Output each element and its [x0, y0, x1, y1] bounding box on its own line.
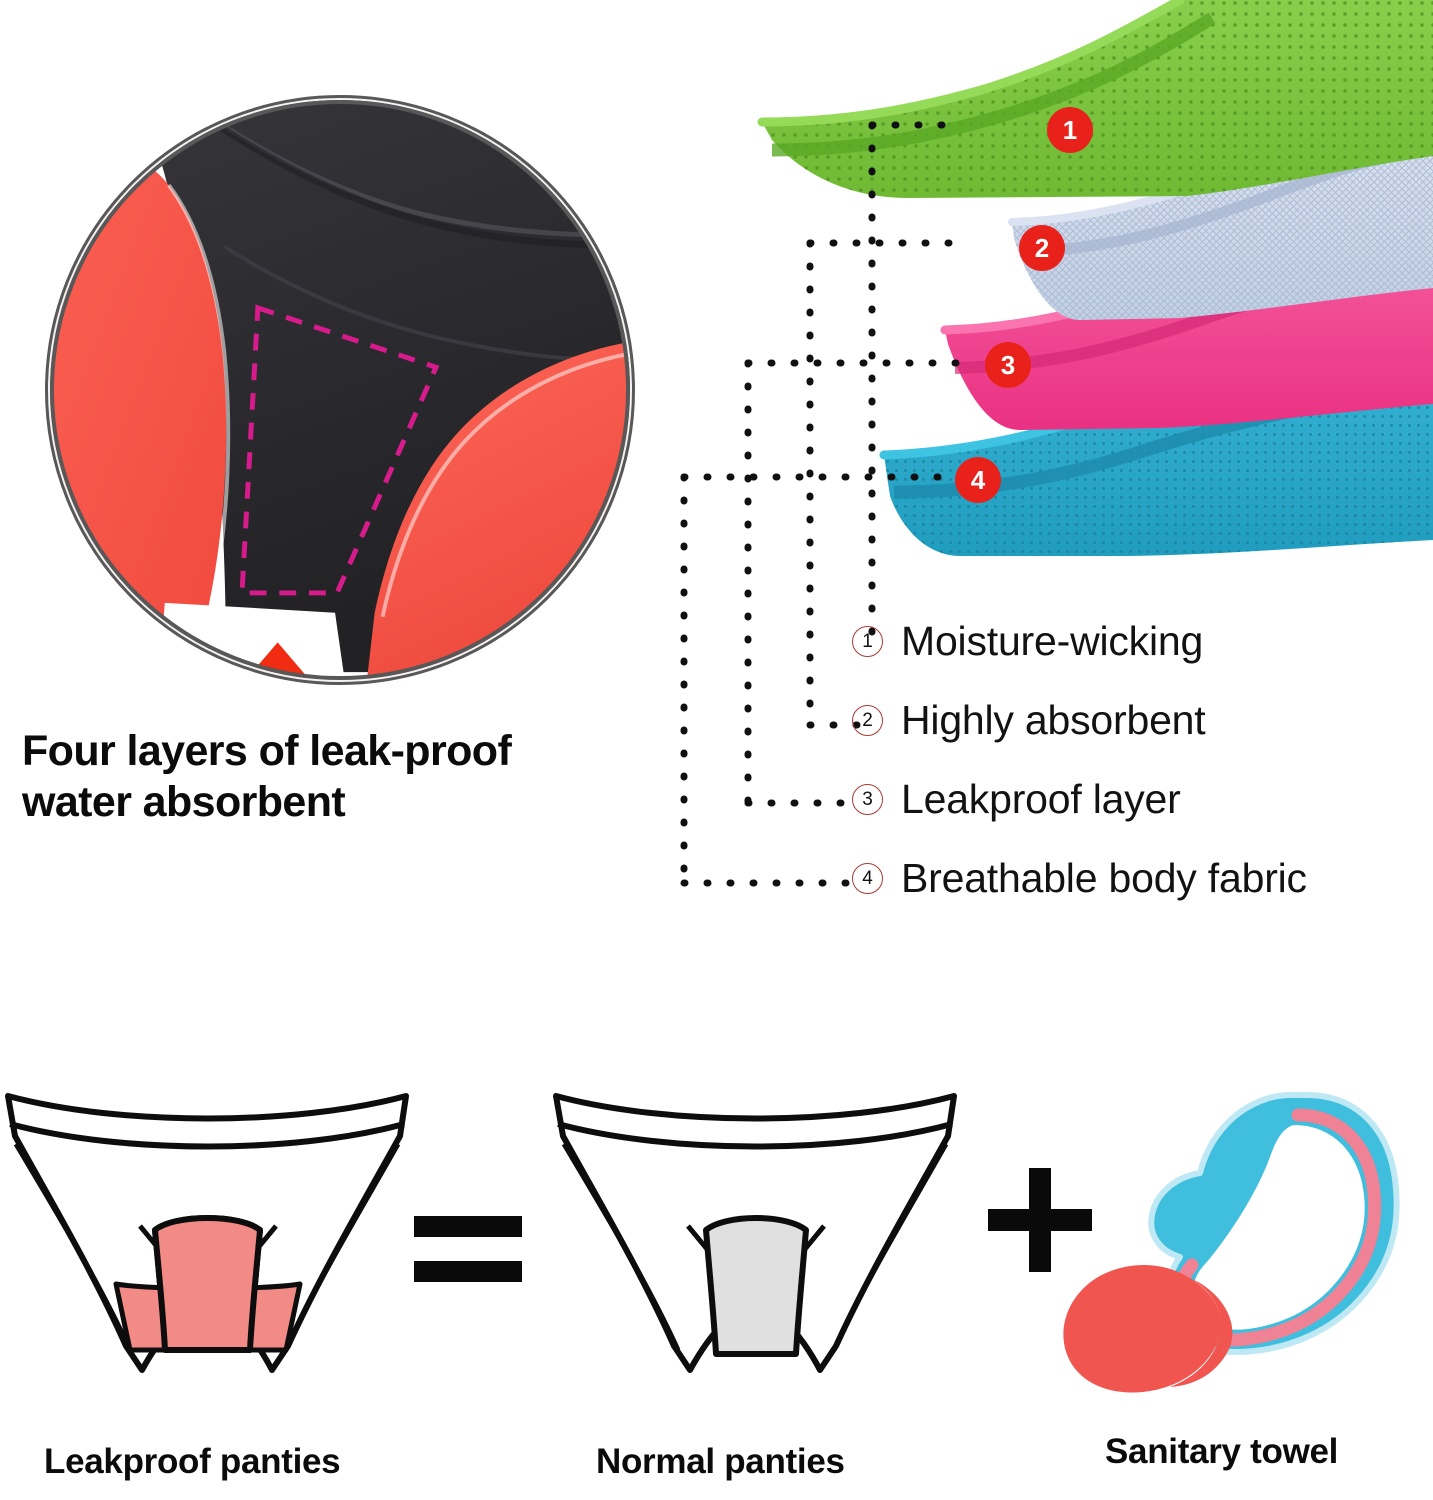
legend-item-2[interactable]: 2 Highly absorbent: [852, 681, 1432, 760]
legend-marker-4: 4: [852, 863, 883, 894]
layer-badge-4: 4: [955, 457, 1001, 503]
page-title-line-2: water absorbent: [22, 777, 346, 826]
normal-gusset-area: [703, 1215, 809, 1357]
gusset-white-strip: [158, 602, 345, 681]
layer-1-shape: [757, 0, 1433, 198]
layer-badge-1: 1: [1047, 107, 1093, 153]
legend-marker-3: 3: [852, 784, 883, 815]
legend-marker-2: 2: [852, 705, 883, 736]
caption-normal-panties: Normal panties: [596, 1442, 845, 1481]
layer-badge-2: 2: [1019, 225, 1065, 271]
layer-badge-2-number: 2: [1035, 233, 1049, 263]
plus-sign: [988, 1168, 1092, 1272]
legend-label-2: Highly absorbent: [901, 697, 1206, 743]
legend-item-1[interactable]: 1 Moisture-wicking: [852, 602, 1432, 681]
legend-marker-1: 1: [852, 626, 883, 657]
layer-badge-4-number: 4: [971, 465, 986, 495]
gusset-dashed-outline: [239, 304, 440, 596]
page-title-line-1: Four layers of leak-proof: [22, 727, 512, 775]
legend-label-4: Breathable body fabric: [901, 855, 1307, 901]
legend-label-1: Moisture-wicking: [901, 618, 1204, 664]
normal-panties-illustration: [553, 1093, 957, 1373]
equals-bar-bottom: [414, 1261, 522, 1282]
closeup-illustration: [49, 99, 631, 681]
pad-white-core: [1192, 1125, 1365, 1330]
legend-item-3[interactable]: 3 Leakproof layer: [852, 760, 1432, 839]
layer-legend-list: 1 Moisture-wicking 2 Highly absorbent 3 …: [852, 602, 1432, 918]
equals-bar-top: [414, 1216, 522, 1237]
layer-badge-1-number: 1: [1063, 115, 1077, 145]
pad-coral-wing: [1063, 1265, 1222, 1393]
legend-item-4[interactable]: 4 Breathable body fabric: [852, 839, 1432, 918]
equals-sign: [414, 1216, 522, 1286]
leakproof-panties-illustration: [5, 1093, 409, 1373]
fabric-layers-diagram: 1 2 3 4: [757, 0, 1433, 556]
layer-badge-3-number: 3: [1001, 350, 1015, 380]
caption-leakproof-panties: Leakproof panties: [44, 1442, 341, 1481]
page-title: Four layers of leak-proof water absorben…: [22, 726, 702, 827]
garment-top-seam: [212, 117, 631, 238]
product-closeup-photo: [45, 95, 635, 685]
legend-label-3: Leakproof layer: [901, 776, 1181, 822]
layer-badge-3: 3: [985, 342, 1031, 388]
plus-bar-vertical: [1029, 1168, 1051, 1272]
caption-sanitary-towel: Sanitary towel: [1105, 1432, 1339, 1471]
sanitary-towel-illustration: [1063, 1091, 1400, 1393]
callout-connector-lines: [680, 121, 960, 887]
